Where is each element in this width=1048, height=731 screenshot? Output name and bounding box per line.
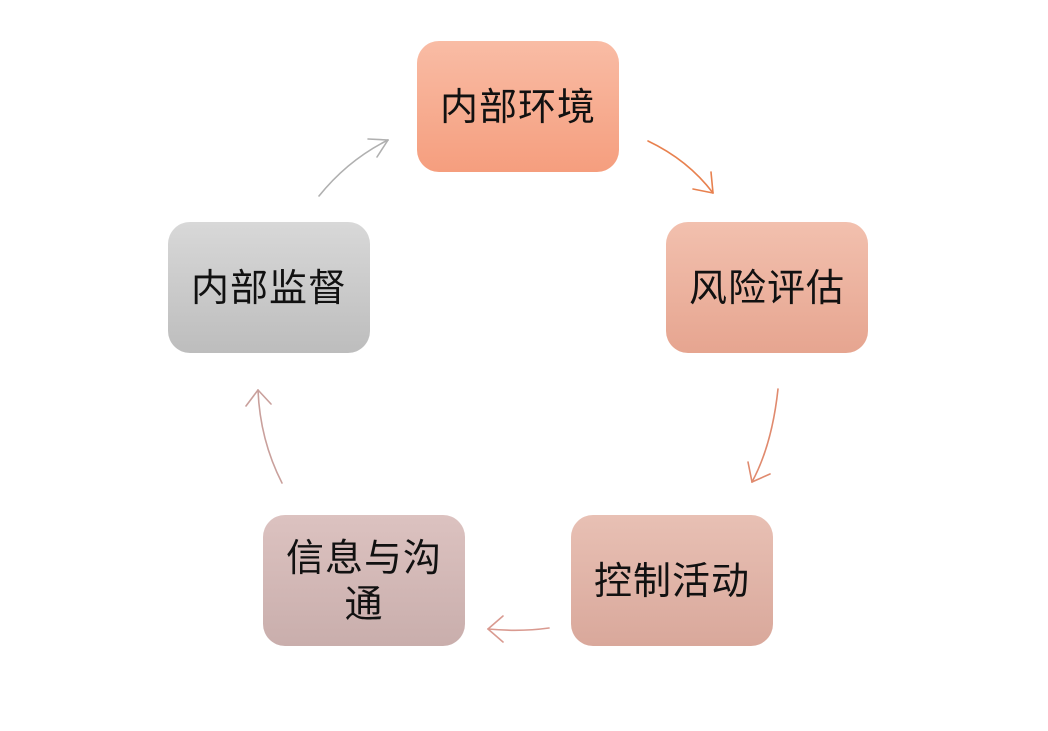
node-label: 控制活动 — [593, 558, 750, 603]
node-information-communication: 信息与沟通 — [263, 515, 465, 646]
arrow-control-to-info — [487, 615, 550, 643]
node-label: 内部环境 — [439, 84, 596, 129]
arrow-info-to-supervision — [245, 389, 283, 484]
node-internal-supervision: 内部监督 — [168, 222, 370, 353]
node-label: 信息与沟通 — [285, 535, 442, 626]
node-control-activities: 控制活动 — [571, 515, 773, 646]
node-internal-environment: 内部环境 — [417, 41, 619, 172]
arrow-environment-to-risk — [647, 140, 714, 194]
arrow-risk-to-control — [747, 388, 779, 483]
node-risk-assessment: 风险评估 — [666, 222, 868, 353]
node-label: 内部监督 — [190, 265, 347, 310]
node-label: 风险评估 — [688, 265, 845, 310]
arrow-supervision-to-environment — [318, 138, 389, 197]
